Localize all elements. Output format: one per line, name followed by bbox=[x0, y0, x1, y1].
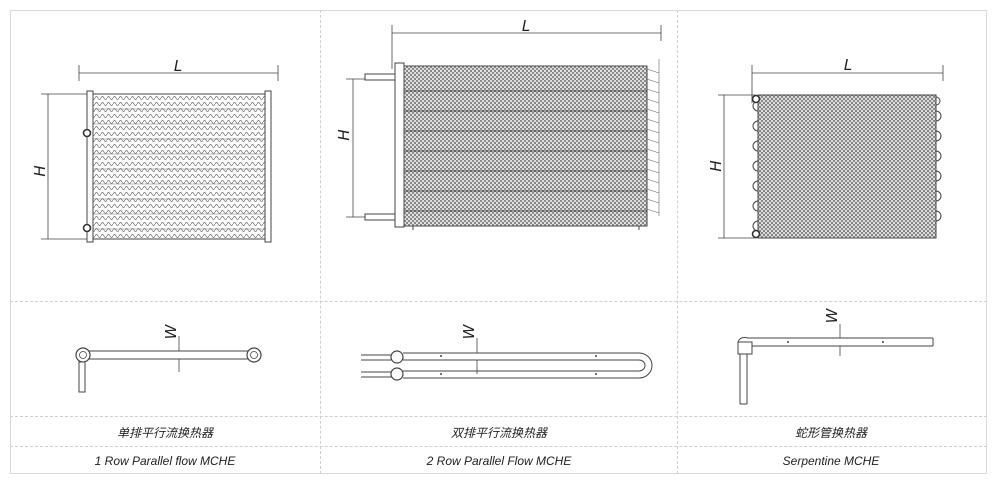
connection-pipe bbox=[78, 361, 86, 393]
height-label: H bbox=[31, 165, 49, 176]
left-header bbox=[394, 62, 405, 228]
outlet-port bbox=[751, 229, 761, 239]
row-divider bbox=[10, 446, 987, 447]
header-section bbox=[390, 367, 404, 381]
outlet-port bbox=[82, 223, 92, 233]
right-header-section bbox=[246, 347, 262, 363]
front-view-1row: L H bbox=[11, 11, 319, 301]
heat-exchanger-core bbox=[92, 93, 266, 240]
front-view-serpentine: L H bbox=[678, 11, 986, 301]
inlet-port bbox=[82, 128, 92, 138]
row-divider bbox=[10, 301, 987, 302]
width-label: W bbox=[162, 323, 180, 339]
heat-exchanger-core bbox=[403, 65, 648, 227]
serpentine-bends bbox=[752, 96, 942, 232]
return-bends bbox=[646, 59, 660, 216]
elbow-pipe bbox=[737, 337, 752, 343]
product-name-cn: 单排平行流换热器 bbox=[116, 426, 213, 440]
flat-tubes bbox=[404, 90, 647, 212]
top-view-1row: W bbox=[11, 302, 319, 416]
width-label: W bbox=[460, 323, 478, 339]
product-name-en: 2 Row Parallel Flow MCHE bbox=[426, 454, 572, 468]
length-label: L bbox=[844, 56, 852, 74]
height-label: H bbox=[335, 129, 353, 140]
column-divider bbox=[320, 10, 321, 474]
inlet-pipe bbox=[364, 73, 396, 81]
outlet-pipe bbox=[364, 213, 396, 221]
top-view-2row: W bbox=[321, 302, 677, 416]
heat-exchanger-core bbox=[757, 94, 937, 239]
left-header-section bbox=[75, 347, 91, 363]
width-label: W bbox=[823, 307, 841, 323]
product-name-en: Serpentine MCHE bbox=[782, 454, 880, 468]
inlet-port bbox=[751, 94, 761, 104]
length-label: L bbox=[174, 57, 182, 75]
top-view-serpentine: W bbox=[678, 302, 986, 416]
return-bend bbox=[638, 352, 653, 379]
product-name-cn: 双排平行流换热器 bbox=[450, 426, 547, 440]
length-label: L bbox=[522, 17, 530, 35]
product-table-frame bbox=[10, 10, 987, 474]
right-header bbox=[264, 90, 272, 243]
flat-tubes bbox=[93, 108, 265, 230]
column-divider bbox=[677, 10, 678, 474]
row-divider bbox=[10, 416, 987, 417]
height-label: H bbox=[707, 160, 725, 171]
product-name-cn: 蛇形管换热器 bbox=[794, 426, 867, 440]
inlet-header bbox=[737, 341, 753, 355]
header-section bbox=[390, 350, 404, 364]
front-view-2row: L H bbox=[321, 11, 677, 301]
product-name-en: 1 Row Parallel flow MCHE bbox=[94, 454, 236, 468]
left-header bbox=[86, 90, 94, 243]
